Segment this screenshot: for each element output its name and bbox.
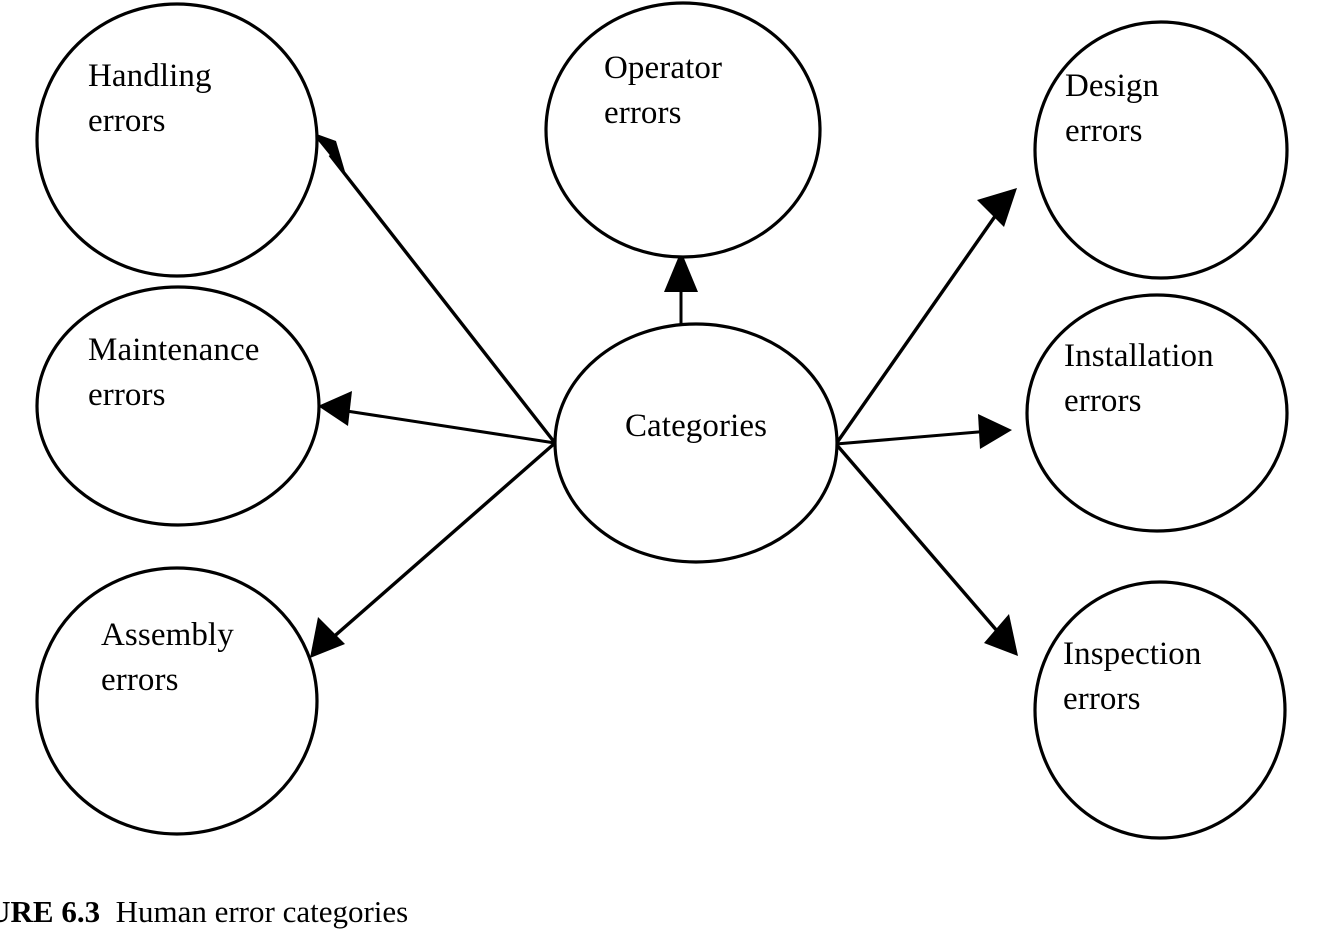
node-operator[interactable] — [544, 1, 822, 259]
node-label-inspection: Inspection errors — [1063, 636, 1202, 717]
edge-categories-to-handling — [311, 132, 557, 445]
node-maintenance[interactable] — [35, 285, 321, 527]
node-label-maintenance: Maintenance errors — [88, 332, 260, 413]
node-design[interactable] — [1033, 20, 1289, 280]
edge-categories-to-installation — [835, 414, 1012, 449]
node-label-assembly: Assembly errors — [101, 617, 234, 698]
edge-categories-to-assembly — [310, 441, 557, 658]
node-installation[interactable] — [1025, 293, 1289, 533]
edge-categories-to-design — [834, 188, 1017, 445]
edge-categories-to-maintenance — [318, 391, 556, 445]
figure-caption-text — [100, 894, 116, 929]
figure-caption-body: Human error categories — [115, 894, 409, 929]
node-handling[interactable] — [35, 2, 319, 278]
figure-caption: GURE 6.3 Human error categories — [0, 893, 864, 932]
node-label-installation: Installation errors — [1064, 338, 1214, 419]
edge-categories-to-inspection — [834, 442, 1018, 656]
node-label-design: Design errors — [1065, 68, 1160, 149]
figure-caption-label: GURE 6.3 — [0, 894, 101, 929]
node-categories[interactable] — [553, 322, 839, 564]
node-label-categories: Categories — [624, 408, 768, 444]
edge-categories-to-operator — [664, 251, 698, 327]
node-label-handling: Handling errors — [88, 58, 212, 139]
node-inspection[interactable] — [1033, 580, 1287, 840]
node-label-operator: Operator errors — [604, 50, 723, 131]
node-assembly[interactable] — [35, 566, 319, 836]
